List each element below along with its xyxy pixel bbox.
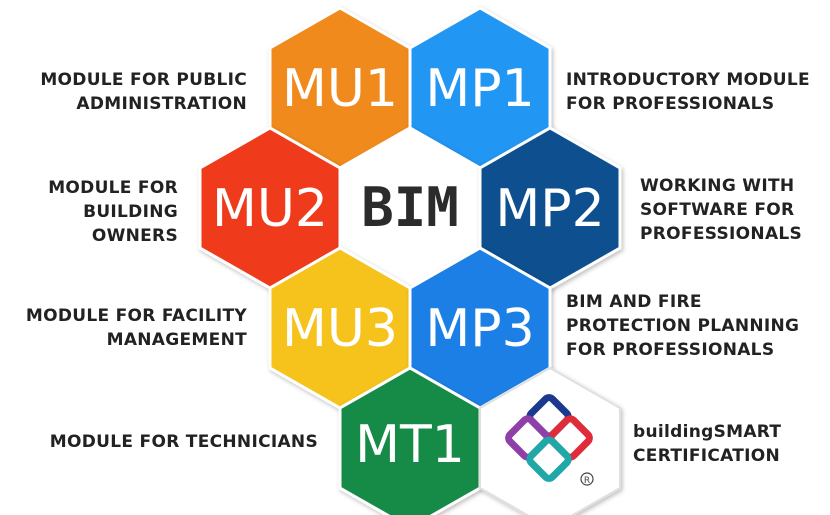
label-mu2-line2: BUILDING: [83, 202, 178, 222]
label-mu2-line3: OWNERS: [91, 226, 178, 246]
hex-mp3: MP3: [408, 246, 552, 410]
buildingsmart-logo-icon: [505, 394, 593, 482]
center-bim-label: BIM: [361, 176, 459, 239]
label-mp1-line2: FOR PROFESSIONALS: [566, 94, 775, 114]
label-mt1: MODULE FOR TECHNICIANS: [50, 430, 318, 454]
label-mu2-line1: MODULE FOR: [48, 178, 178, 198]
label-mp3: BIM AND FIRE PROTECTION PLANNING FOR PRO…: [566, 290, 799, 362]
label-mt1-line1: MODULE FOR TECHNICIANS: [49, 432, 318, 452]
hex-mu1-label: MU1: [282, 59, 398, 119]
label-cert: buildingSMART CERTIFICATION: [633, 420, 781, 468]
label-mu3: MODULE FOR FACILITY MANAGEMENT: [26, 304, 247, 352]
registered-mark-icon: R: [580, 472, 594, 486]
hex-mt1-label: MT1: [355, 415, 465, 475]
hex-mu3-label: MU3: [282, 299, 398, 359]
svg-text:R: R: [584, 476, 590, 486]
label-mp2-line3: PROFESSIONALS: [640, 224, 803, 244]
label-mu3-line1: MODULE FOR FACILITY: [25, 306, 247, 326]
label-mp3-line2: PROTECTION PLANNING: [566, 316, 800, 336]
hex-mt1: MT1: [338, 366, 482, 515]
hex-mp2: MP2: [478, 126, 622, 290]
label-mp2-line1: WORKING WITH: [640, 176, 795, 196]
hex-mp3-label: MP3: [425, 299, 534, 359]
label-mu1-line1: MODULE FOR PUBLIC: [40, 70, 247, 90]
label-cert-line2: CERTIFICATION: [633, 446, 781, 466]
hex-mu1: MU1: [268, 6, 412, 170]
label-mp1-line1: INTRODUCTORY MODULE: [566, 70, 810, 90]
label-mu2: MODULE FOR BUILDING OWNERS: [48, 176, 178, 248]
label-cert-line1: buildingSMART: [633, 422, 782, 442]
label-mp3-line1: BIM AND FIRE: [566, 292, 702, 312]
hex-mp1-label: MP1: [425, 59, 534, 119]
label-mp1: INTRODUCTORY MODULE FOR PROFESSIONALS: [566, 68, 810, 116]
label-mp2: WORKING WITH SOFTWARE FOR PROFESSIONALS: [640, 174, 802, 246]
hex-mu2-label: MU2: [212, 179, 328, 239]
label-mu3-line2: MANAGEMENT: [106, 330, 247, 350]
label-mp2-line2: SOFTWARE FOR: [640, 200, 795, 220]
label-mu1: MODULE FOR PUBLIC ADMINISTRATION: [40, 68, 247, 116]
hex-mp2-label: MP2: [495, 179, 604, 239]
hex-mp1: MP1: [408, 6, 552, 170]
hex-bim-center: BIM: [338, 126, 482, 290]
label-mu1-line2: ADMINISTRATION: [76, 94, 247, 114]
label-mp3-line3: FOR PROFESSIONALS: [566, 340, 775, 360]
